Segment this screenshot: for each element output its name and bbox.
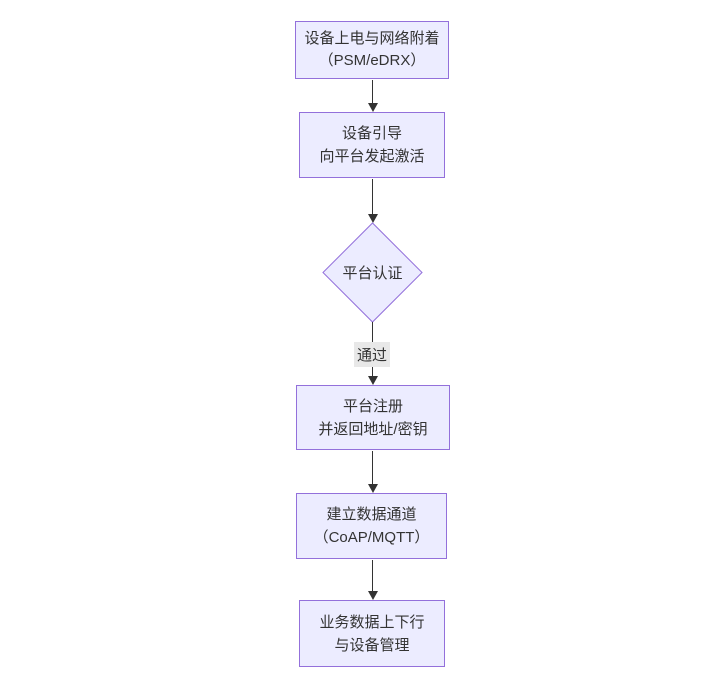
node-business: 业务数据上下行 与设备管理 (299, 600, 445, 667)
arrow-line (372, 451, 373, 485)
node-label: 设备上电与网络附着 (304, 30, 440, 47)
node-label: 并返回地址/密钥 (318, 420, 428, 438)
node-register: 平台注册 并返回地址/密钥 (296, 385, 450, 450)
arrow-head-icon (368, 484, 378, 493)
node-channel: 建立数据通道 （CoAP/MQTT） (296, 493, 447, 559)
node-label: 与设备管理 (334, 636, 410, 654)
arrow-head-icon (368, 214, 378, 223)
edge-label-pass: 通过 (353, 342, 391, 367)
arrow-line (372, 80, 373, 104)
node-label: 建立数据通道 (326, 506, 417, 523)
node-label: 平台注册 (342, 397, 403, 415)
node-label: 平台认证 (342, 265, 403, 282)
arrow-head-icon (368, 591, 378, 600)
arrow-head-icon (368, 103, 378, 112)
node-power-on: 设备上电与网络附着 （PSM/eDRX） (295, 21, 449, 79)
node-label: （CoAP/MQTT） (313, 529, 430, 546)
arrow-line (372, 560, 373, 592)
arrow-line (372, 179, 373, 215)
node-label: 业务数据上下行 (319, 613, 425, 631)
arrow-head-icon (368, 376, 378, 385)
node-bootstrap: 设备引导 向平台发起激活 (299, 112, 445, 178)
node-label: （PSM/eDRX） (318, 52, 426, 69)
node-label: 向平台发起激活 (319, 148, 425, 165)
node-auth: 平台认证 (322, 222, 423, 323)
edge-label-text: 通过 (356, 347, 388, 364)
node-label: 设备引导 (341, 125, 402, 142)
